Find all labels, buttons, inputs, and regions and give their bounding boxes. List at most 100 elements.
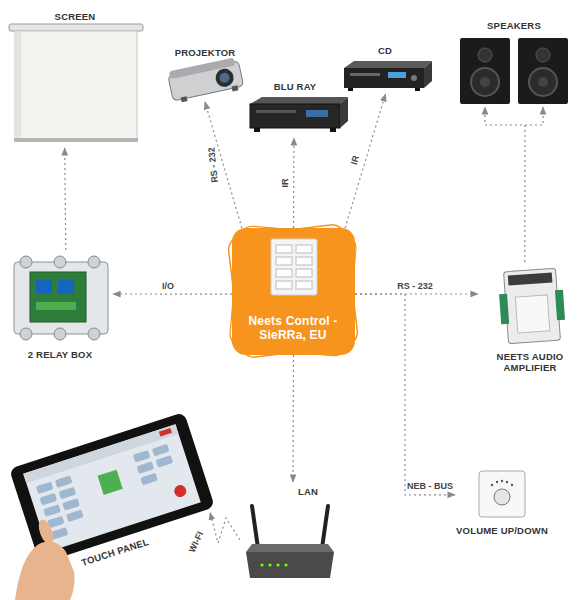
- hub-outline: [227, 223, 359, 358]
- blu-ray-player: [250, 104, 340, 128]
- relay-box: [14, 262, 108, 334]
- signal-label: IR: [280, 179, 290, 188]
- controller-box: Neets Control - SieRRa, EU: [232, 228, 355, 355]
- signal-connector: [65, 148, 66, 250]
- speaker: [480, 77, 490, 87]
- volume-knob-panel: [511, 484, 513, 486]
- blu-ray-player: [254, 128, 260, 132]
- speaker: [518, 38, 568, 104]
- signal-connector: [292, 355, 294, 482]
- speaker: [529, 68, 557, 96]
- device-label: Neets Control - SieRRa, EU: [237, 314, 349, 342]
- tablet: [9, 412, 215, 564]
- tablet: [59, 487, 77, 500]
- signal-connector: [113, 293, 232, 294]
- audio-amplifier: [504, 268, 561, 343]
- signal-connector: [355, 293, 478, 294]
- device-label: BLU RAY: [274, 81, 317, 92]
- speaker: [471, 68, 499, 96]
- cd-player: [350, 73, 380, 76]
- wifi-router: [276, 563, 279, 566]
- hand: [36, 518, 56, 547]
- device-label: NEETS AUDIO AMPLIFIER: [494, 351, 566, 373]
- keypad-panel: [271, 239, 317, 295]
- blu-ray-player: [340, 97, 348, 128]
- signal-label: RS - 232: [397, 281, 433, 291]
- tablet: [152, 444, 170, 457]
- keypad-panel: [296, 245, 312, 253]
- device-node: 2 RELAY BOX: [8, 250, 113, 362]
- keypad-panel: [276, 257, 292, 265]
- blu-ray-player: [330, 128, 336, 132]
- device-label: LAN: [298, 486, 318, 497]
- signal-label: NEB - BUS: [407, 481, 453, 491]
- blu-ray-player: [256, 110, 296, 113]
- tablet: [62, 498, 80, 511]
- tablet: [36, 482, 54, 495]
- speaker-branch-wire: [525, 107, 543, 125]
- audio-amplifier: [555, 290, 565, 320]
- projector: [169, 58, 235, 80]
- tablet: [9, 412, 215, 564]
- hand: [15, 518, 75, 600]
- projector: [219, 72, 231, 84]
- device-label: SCREEN: [55, 11, 96, 22]
- cd-player: [388, 72, 406, 78]
- wifi-router: [246, 506, 334, 578]
- tablet: [47, 516, 65, 529]
- tablet: [159, 428, 172, 436]
- audio-amplifier: [499, 294, 509, 324]
- cd-player: [411, 75, 417, 81]
- tablet: [51, 527, 69, 540]
- keypad-panel: [271, 239, 317, 295]
- device-node: SPEAKERS: [455, 17, 573, 107]
- tablet: [40, 493, 58, 506]
- audio-amplifier: [515, 295, 549, 333]
- wifi-router: [246, 552, 334, 578]
- relay-box: [14, 256, 108, 340]
- cd-player: [344, 61, 432, 68]
- wifi-router: [268, 563, 271, 566]
- signal-connector: [355, 294, 455, 495]
- relay-box: [20, 256, 32, 268]
- device-label: SPEAKERS: [487, 20, 541, 31]
- device-node: NEETS AUDIO AMPLIFIER: [478, 262, 582, 377]
- device-node: BLU RAY: [243, 78, 347, 138]
- speaker: [460, 38, 510, 104]
- volume-knob-panel: [479, 471, 525, 517]
- cd-player: [344, 61, 432, 91]
- signal-label: I/O: [162, 281, 174, 291]
- device-node: LAN: [240, 482, 340, 587]
- projection-screen: [9, 24, 143, 142]
- projector: [168, 61, 244, 101]
- hub-outline: [229, 225, 357, 357]
- cd-player: [348, 88, 353, 91]
- tablet: [55, 475, 73, 488]
- volume-knob-panel: [506, 481, 508, 483]
- signal-connector: [485, 107, 525, 262]
- wifi-router: [322, 506, 328, 548]
- tablet: [66, 510, 84, 523]
- relay-box: [54, 328, 66, 340]
- blu-ray-player: [306, 110, 328, 117]
- tablet: [156, 455, 174, 468]
- signal-label: WI-FI: [187, 530, 205, 554]
- tablet: [173, 483, 188, 498]
- relay-box: [88, 328, 100, 340]
- device-label: VOLUME UP/DOWN: [456, 525, 548, 536]
- keypad-panel: [276, 269, 292, 277]
- volume-knob-panel: [479, 471, 525, 517]
- signal-connector: [293, 138, 295, 228]
- relay-box: [36, 302, 76, 310]
- tablet: [98, 470, 123, 495]
- device-node: PROJEKTOR: [160, 44, 250, 102]
- speaker: [478, 48, 492, 62]
- tablet: [23, 424, 178, 483]
- device-label: CD: [378, 45, 392, 56]
- signal-connector: [210, 513, 240, 544]
- hand: [15, 542, 75, 600]
- speaker: [538, 77, 548, 87]
- device-node: CD: [338, 42, 433, 94]
- projector: [232, 85, 239, 91]
